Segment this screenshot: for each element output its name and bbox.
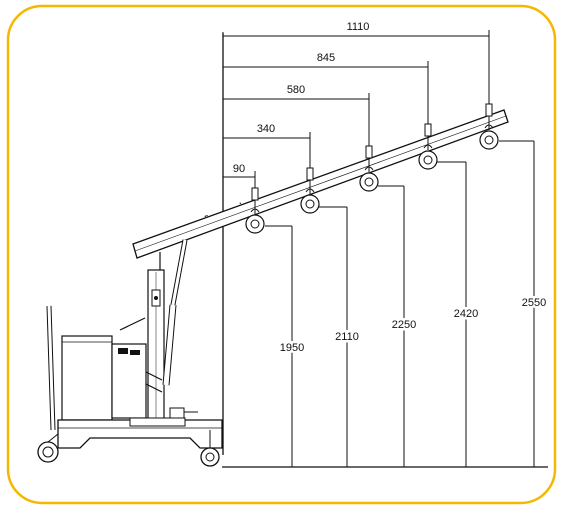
dim-label-845: 845: [317, 52, 335, 64]
crane-base: [57, 407, 223, 450]
vertical-dimension-2250: 2250: [378, 185, 419, 467]
motor-box: [61, 335, 163, 421]
dim-label-2110: 2110: [335, 331, 359, 343]
push-handle: [46, 305, 146, 431]
frame-border: [6, 4, 557, 505]
horizontal-dimension-845: 845: [223, 52, 429, 128]
jib-marking: ▪▪: [204, 213, 210, 220]
vertical-dimension-2110: 2110: [316, 206, 361, 467]
jib-marking-2: ▪: [239, 201, 243, 207]
horizontal-dimension-340: 340: [223, 123, 311, 172]
hook-position-3: [359, 145, 379, 192]
horizontal-dimension-1110: 1110: [222, 21, 490, 108]
dim-label-580: 580: [287, 84, 305, 96]
vertical-dimension-2550: 2550: [499, 140, 549, 467]
dim-label-2420: 2420: [454, 308, 478, 320]
crane-mast: [147, 252, 165, 431]
dim-label-2250: 2250: [392, 319, 416, 331]
dim-label-90: 90: [233, 163, 245, 175]
wheel-rear: [200, 447, 220, 467]
crane-jib: ▪▪ ▪: [132, 109, 509, 259]
horizontal-dimension-90: 90: [223, 163, 256, 195]
horizontal-dimension-580: 580: [223, 84, 370, 150]
hook-position-5: [479, 103, 499, 150]
vertical-dimension-2420: 2420: [436, 161, 481, 467]
vertical-dimension-1950: 1950: [265, 225, 307, 467]
dim-label-2550: 2550: [522, 297, 546, 309]
wheel-front: [37, 433, 59, 463]
hook-position-2: [300, 167, 320, 214]
hook-position-1: [245, 187, 265, 234]
hydraulic-ram: [162, 239, 188, 386]
dim-label-1110: 1110: [347, 21, 370, 33]
hook-position-4: [418, 123, 438, 170]
dim-label-340: 340: [257, 123, 275, 135]
dim-label-1950: 1950: [280, 342, 304, 354]
